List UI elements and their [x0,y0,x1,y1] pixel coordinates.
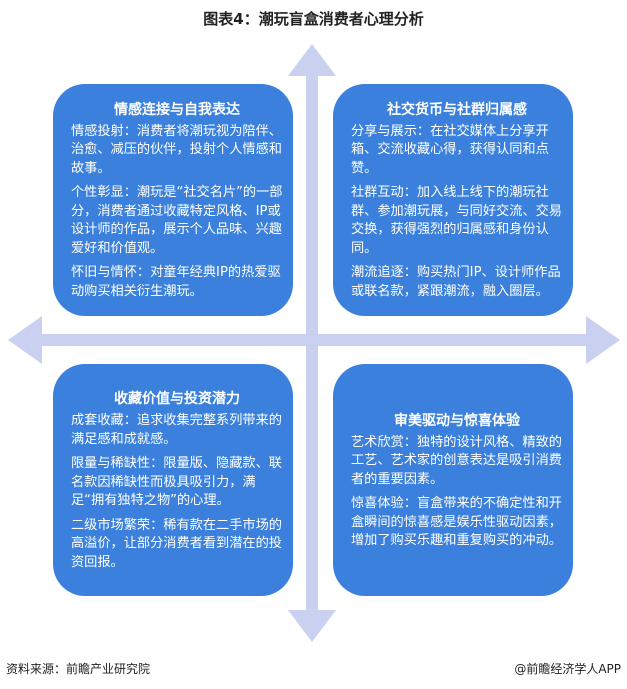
arrow-down-icon [288,610,336,642]
quadrant-point: 怀旧与情怀：对童年经典IP的热爱驱动购买相关衍生潮玩。 [71,265,281,299]
quadrant-point: 成套收藏：追求收集完整系列带来的满足感和成就感。 [71,413,282,447]
quadrant-point: 惊喜体验：盲盒带来的不确定性和开盒瞬间的惊喜感是娱乐性驱动因素，增加了购买乐趣和… [351,496,562,548]
quadrant-social-currency: 社交货币与社群归属感 分享与展示：在社交媒体上分享开箱、交流收藏心得，获得认同和… [333,84,573,316]
chart-title: 图表4：潮玩盲盒消费者心理分析 [203,10,424,28]
quadrant-point: 二级市场繁荣：稀有款在二手市场的高溢价，让部分消费者看到潜在的投资回报。 [71,517,282,570]
quadrant-point: 分享与展示：在社交媒体上分享开箱、交流收藏心得，获得认同和点赞。 [351,123,549,176]
quadrant-aesthetic-surprise: 审美驱动与惊喜体验 艺术欣赏：独特的设计风格、精致的工艺、艺术家的创意表达是吸引… [333,364,573,596]
quadrant-heading: 收藏价值与投资潜力 [114,391,240,407]
quadrant-heading: 社交货币与社群归属感 [387,101,527,118]
credit-note: @前瞻经济学人APP [514,662,621,676]
arrow-right-icon [586,316,620,364]
arrow-up-icon [288,44,336,76]
quadrant-point: 限量与稀缺性：限量版、隐藏款、联名款因稀缺性而极具吸引力，满足“拥有独特之物”的… [71,456,282,508]
quadrant-emotional-connection: 情感连接与自我表达 情感投射：消费者将潮玩视为陪伴、治愈、减压的伙伴，投射个人情… [53,84,293,316]
source-note: 资料来源：前瞻产业研究院 [6,662,151,676]
arrow-left-icon [8,316,42,364]
quadrant-point: 艺术欣赏：独特的设计风格、精致的工艺、艺术家的创意表达是吸引消费者的重要因素。 [351,434,562,487]
quadrant-point: 社群互动：加入线上线下的潮玩社群、参加潮玩展，与同好交流、交易交换，获得强烈的归… [351,185,562,256]
quadrant-point: 潮流追逐：购买热门IP、设计师作品或联名款，紧跟潮流，融入圈层。 [351,265,561,299]
quadrant-heading: 情感连接与自我表达 [114,101,240,118]
quadrant-point: 个性彰显：潮玩是“社交名片”的一部分，消费者通过收藏特定风格、IP或设计师的作品… [71,185,283,256]
quadrant-collection-value: 收藏价值与投资潜力 成套收藏：追求收集完整系列带来的满足感和成就感。 限量与稀缺… [53,364,293,596]
quadrant-heading: 审美驱动与惊喜体验 [394,412,520,429]
quadrant-point: 情感投射：消费者将潮玩视为陪伴、治愈、减压的伙伴，投射个人情感和故事。 [71,123,282,176]
horizontal-arrow-shaft [36,334,591,346]
